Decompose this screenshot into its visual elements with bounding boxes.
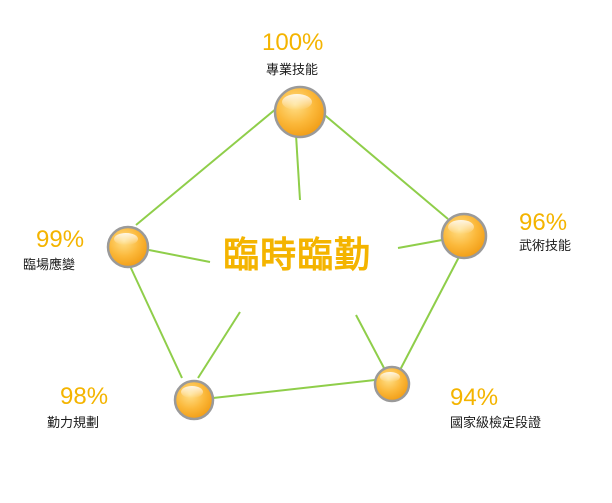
label-skill: 專業技能 — [266, 63, 319, 78]
node-skill-circle — [273, 85, 327, 139]
node-martial-circle — [440, 212, 488, 260]
percent-martial: 96% — [519, 209, 568, 236]
edge-skill-martial — [320, 111, 449, 220]
edge-adapt-skill — [135, 107, 278, 226]
spoke-adapt — [148, 249, 211, 263]
spoke-plan — [197, 311, 241, 379]
percent-cert: 94% — [450, 384, 499, 411]
edge-plan-adapt — [129, 265, 183, 379]
label-martial: 武術技能 — [519, 239, 572, 254]
center-title: 臨時臨勤 — [222, 235, 371, 276]
node-plan-circle — [173, 379, 215, 421]
edge-cert-plan — [212, 379, 376, 399]
spoke-skill — [295, 134, 301, 201]
percent-adapt: 99% — [36, 226, 85, 253]
percent-plan: 98% — [60, 383, 109, 410]
label-plan: 勤力規劃 — [47, 416, 100, 431]
node-adapt-circle — [106, 225, 150, 269]
spoke-cert — [355, 314, 385, 369]
spoke-martial — [397, 239, 443, 249]
node-cert-circle — [373, 365, 411, 403]
edge-martial-cert — [399, 254, 461, 371]
label-cert: 國家級檢定段證 — [450, 416, 542, 431]
percent-skill: 100% — [262, 29, 324, 56]
label-adapt: 臨場應變 — [23, 258, 76, 273]
